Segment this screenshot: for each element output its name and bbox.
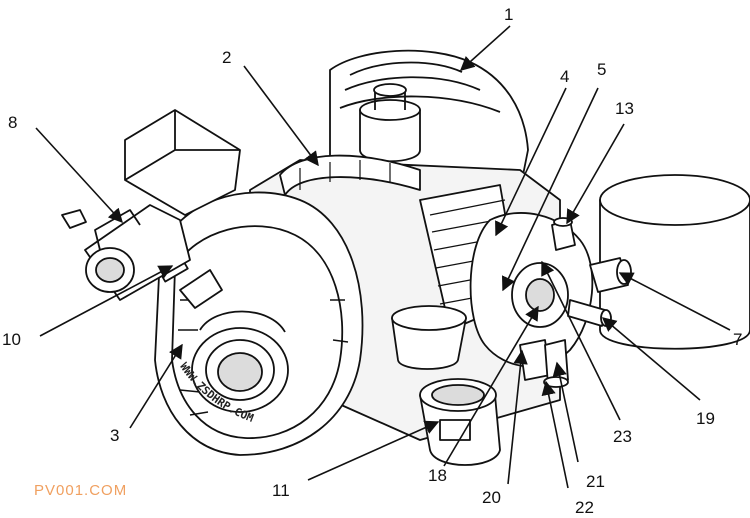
leader-20 [507, 349, 528, 485]
callout-label-18: 18 [428, 466, 447, 485]
leader-13 [566, 123, 625, 225]
leader-4 [495, 87, 567, 237]
callout-label-23: 23 [613, 427, 632, 446]
callout-label-4: 4 [560, 67, 569, 86]
leader-11 [307, 420, 440, 481]
callout-label-19: 19 [696, 409, 715, 428]
leader-23 [541, 260, 621, 421]
callout-leaders [35, 25, 731, 489]
callout-label-21: 21 [586, 472, 605, 491]
leader-8 [35, 127, 123, 224]
reservoir-tank [599, 199, 750, 350]
leader-3 [129, 343, 183, 429]
callout-labels: 1 2 3 4 5 7 8 10 11 13 18 19 20 21 22 23 [2, 5, 742, 517]
top-cup [391, 317, 467, 370]
leader-7 [618, 272, 731, 331]
top-elbow-fitting [359, 109, 421, 163]
leader-1 [459, 25, 511, 71]
callout-label-11: 11 [272, 481, 290, 500]
callout-label-7: 7 [733, 330, 742, 349]
callout-label-1: 1 [504, 5, 513, 24]
pump-line-art [61, 49, 750, 466]
callout-label-13: 13 [615, 99, 634, 118]
callout-label-5: 5 [597, 60, 606, 79]
leader-2 [243, 65, 319, 167]
callout-label-10: 10 [2, 330, 21, 349]
leader-10 [39, 265, 174, 337]
callout-label-2: 2 [222, 48, 231, 67]
leader-22 [541, 380, 569, 489]
leader-18 [443, 305, 539, 467]
callout-label-20: 20 [482, 488, 501, 507]
leader-5 [502, 87, 599, 292]
callout-label-8: 8 [8, 113, 17, 132]
callout-label-3: 3 [110, 426, 119, 445]
leader-19 [601, 317, 701, 401]
leader-21 [552, 361, 579, 463]
callout-label-22: 22 [575, 498, 594, 517]
watermark: PV001.COM [34, 482, 128, 499]
